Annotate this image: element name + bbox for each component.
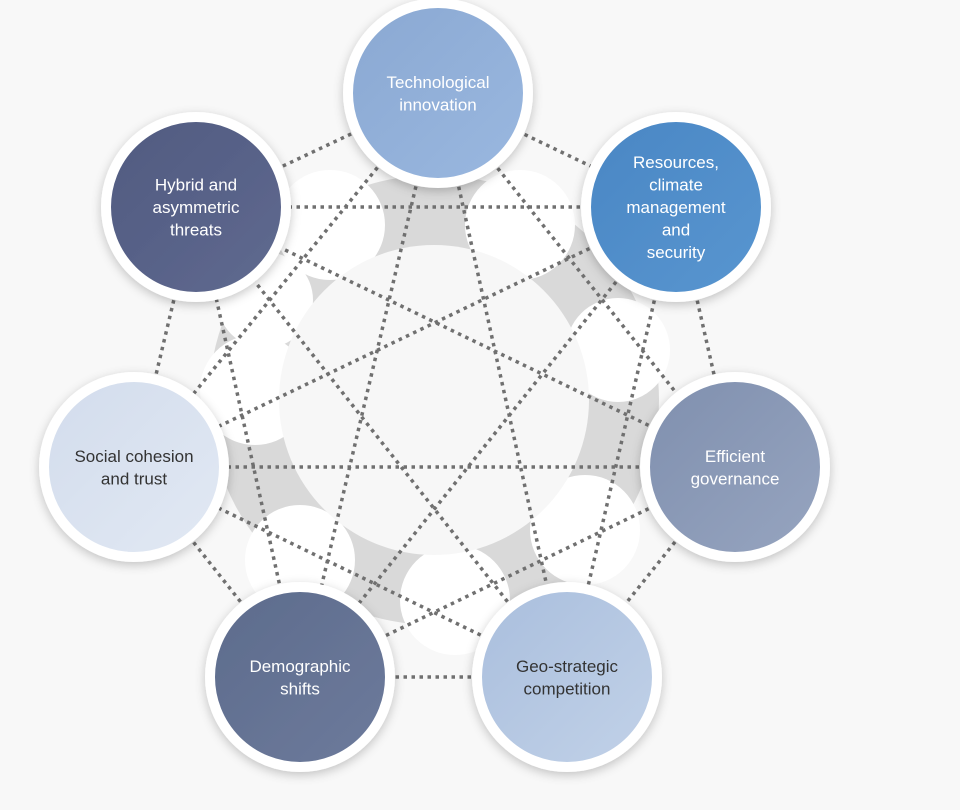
node-label-line: climate [649, 176, 703, 195]
node-circle [343, 0, 533, 188]
node-label-line: shifts [280, 679, 320, 698]
connector-technological-innovation-efficient-governance [486, 154, 687, 406]
node-label-line: asymmetric [153, 198, 240, 217]
connector-geo-strategic-competition-hybrid-threats [244, 268, 519, 616]
connector-demographic-shifts-social-cohesion [182, 528, 252, 616]
node-label-line: Efficient [705, 447, 765, 466]
connector-efficient-governance-geo-strategic-competition [615, 528, 687, 616]
connector-technological-innovation-resources-climate [509, 125, 605, 175]
center-circle [279, 245, 589, 555]
node-label-line: threats [170, 221, 222, 240]
node-efficient-governance: Efficient governance [640, 372, 830, 562]
node-circle [205, 582, 395, 772]
node-label-line: and trust [101, 469, 167, 488]
connector-efficient-governance-hybrid-threats [267, 240, 664, 434]
node-circle [39, 372, 229, 562]
connector-resources-climate-efficient-governance [691, 284, 720, 390]
node-label-line: Technological [386, 73, 489, 92]
node-label-line: innovation [399, 95, 477, 114]
node-demographic-shifts: Demographic shifts [205, 582, 395, 772]
connector-geo-strategic-competition-social-cohesion [205, 500, 496, 644]
node-label-line: Social cohesion [74, 447, 193, 466]
node-technological-innovation: Technological innovation [343, 0, 533, 188]
connector-technological-innovation-geo-strategic-competition [453, 170, 552, 600]
node-label-line: governance [691, 469, 780, 488]
connector-social-cohesion-hybrid-threats [150, 284, 180, 390]
connector-resources-climate-social-cohesion [205, 240, 605, 434]
connector-efficient-governance-demographic-shifts [371, 500, 664, 644]
connector-resources-climate-demographic-shifts [348, 268, 628, 616]
node-resources-climate: Resources, climate management and security [581, 112, 771, 302]
background-bubble [566, 298, 670, 402]
background-bubble [400, 545, 510, 655]
connector-resources-climate-geo-strategic-competition [583, 284, 660, 600]
connector-technological-innovation-hybrid-threats [267, 125, 367, 175]
node-label-line: management [626, 198, 726, 217]
node-label-line: Hybrid and [155, 176, 237, 195]
node-social-cohesion: Social cohesion and trust [39, 372, 229, 562]
node-label-line: security [647, 243, 706, 262]
connector-demographic-shifts-hybrid-threats [211, 284, 285, 600]
node-label-line: and [662, 221, 690, 240]
node-circle [101, 112, 291, 302]
node-geo-strategic-competition: Geo-strategic competition [472, 582, 662, 772]
node-label-line: Geo-strategic [516, 657, 619, 676]
connector-technological-innovation-social-cohesion [183, 153, 389, 407]
node-hybrid-threats: Hybrid and asymmetric threats [101, 112, 291, 302]
background-bubble [465, 170, 575, 280]
node-circle [472, 582, 662, 772]
node-circle [581, 112, 771, 302]
background-bubble [530, 475, 640, 585]
node-label-line: Resources, [633, 153, 719, 172]
node-label-line: competition [524, 679, 611, 698]
node-circle [640, 372, 830, 562]
node-label-line: Demographic [249, 657, 351, 676]
connector-technological-innovation-demographic-shifts [316, 170, 422, 600]
